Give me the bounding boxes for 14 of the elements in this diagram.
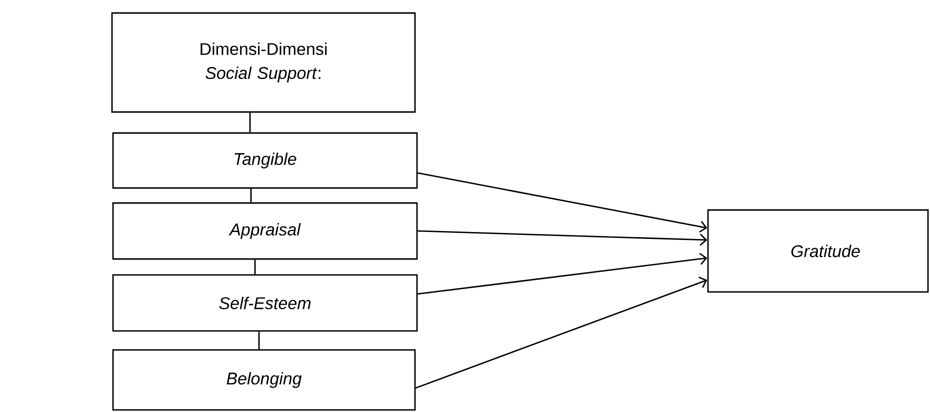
connector-line — [258, 332, 260, 350]
process-box: Self-Esteem — [112, 274, 418, 332]
heading-box: Dimensi-Dimensi Social Support: — [111, 12, 416, 113]
connector-line — [249, 112, 251, 132]
process-box: Belonging — [112, 349, 416, 411]
arrow — [418, 172, 708, 233]
arrow — [415, 276, 708, 389]
connector-line — [254, 260, 256, 274]
arrow — [418, 252, 708, 295]
arrow — [418, 230, 708, 246]
process-box: Gratitude — [707, 209, 929, 293]
process-box: Tangible — [112, 132, 418, 189]
process-box: Appraisal — [112, 202, 418, 260]
connector-line — [250, 188, 252, 202]
